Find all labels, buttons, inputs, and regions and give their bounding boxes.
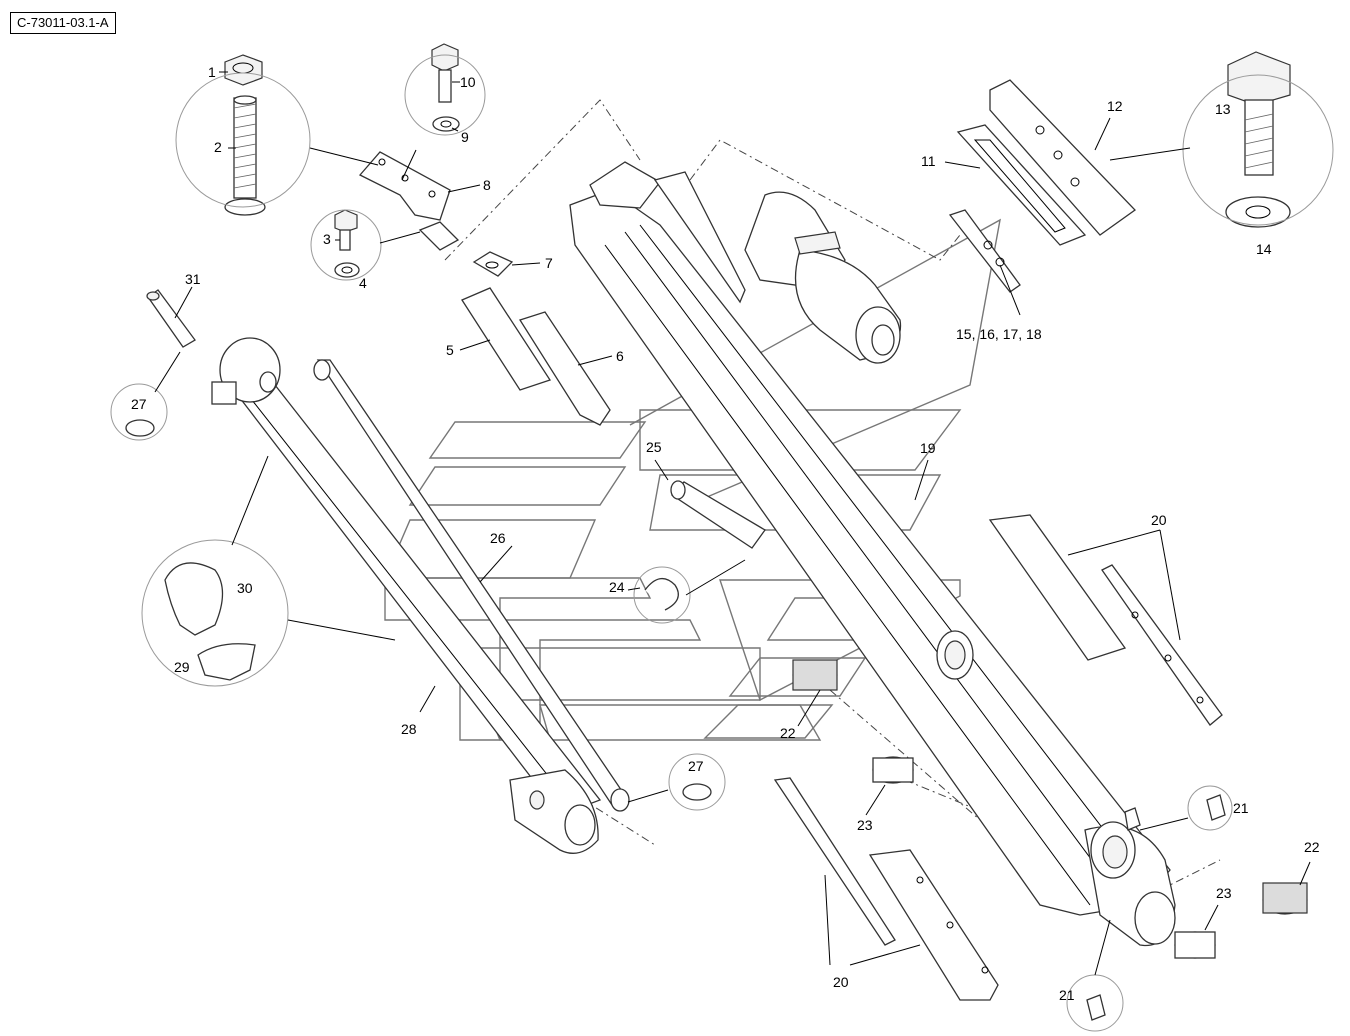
callout-28: 28 xyxy=(401,721,417,737)
callout-23-center: 23 xyxy=(857,817,873,833)
callout-20-bottom: 20 xyxy=(833,974,849,990)
callout-1: 1 xyxy=(208,64,216,80)
callout-31: 31 xyxy=(185,271,201,287)
wear-strips-20 xyxy=(773,514,1223,1001)
o-ring-27 xyxy=(125,419,712,801)
bolt-3 xyxy=(334,209,358,251)
callout-27-center: 27 xyxy=(688,758,704,774)
bolt-10 xyxy=(431,43,459,103)
callout-15-18: 15, 16, 17, 18 xyxy=(956,326,1042,342)
nut-1 xyxy=(224,54,263,86)
callout-7: 7 xyxy=(545,255,553,271)
plate-12 xyxy=(989,79,1136,236)
diagram-reference-code: C-73011-03.1-A xyxy=(10,12,116,34)
callout-19: 19 xyxy=(920,440,936,456)
washer-14 xyxy=(1225,196,1291,228)
callout-5: 5 xyxy=(446,342,454,358)
callout-24: 24 xyxy=(609,579,625,595)
detail-circles xyxy=(110,54,1334,1032)
shims-15-18 xyxy=(948,209,1021,293)
main-boom xyxy=(569,161,1176,947)
hydraulic-cylinder xyxy=(211,337,630,854)
plate-8 xyxy=(358,151,460,251)
callout-23-right: 23 xyxy=(1216,885,1232,901)
washer-9 xyxy=(432,116,460,132)
clamp-30 xyxy=(164,562,224,636)
callout-9: 9 xyxy=(461,129,469,145)
shim-11 xyxy=(956,124,1087,246)
plate-7 xyxy=(472,251,514,277)
circlip-24 xyxy=(644,578,679,611)
callout-26: 26 xyxy=(490,530,506,546)
callout-21-bottom: 21 xyxy=(1059,987,1075,1003)
grease-nipples-21 xyxy=(1086,794,1226,1021)
callout-30: 30 xyxy=(237,580,253,596)
leader-lines xyxy=(154,71,1311,976)
callout-3: 3 xyxy=(323,231,331,247)
bracket-29 xyxy=(197,643,256,681)
callout-11: 11 xyxy=(921,153,936,169)
callout-20-right: 20 xyxy=(1151,512,1167,528)
callout-8: 8 xyxy=(483,177,491,193)
callout-10: 10 xyxy=(460,74,476,90)
callout-22-center: 22 xyxy=(780,725,796,741)
bushings-22-23 xyxy=(792,659,1308,959)
callout-labels: 1 2 3 4 5 6 7 8 9 10 11 12 13 14 15, 16,… xyxy=(131,64,1320,1003)
bolt-13 xyxy=(1227,51,1291,176)
callout-6: 6 xyxy=(616,348,624,364)
callout-22-right: 22 xyxy=(1304,839,1320,855)
callout-21-right: 21 xyxy=(1233,800,1249,816)
callout-4: 4 xyxy=(359,275,367,291)
threaded-stud-2 xyxy=(224,95,266,216)
callout-12: 12 xyxy=(1107,98,1123,114)
callout-14: 14 xyxy=(1256,241,1272,257)
pin-25 xyxy=(670,480,766,549)
callout-13: 13 xyxy=(1215,101,1231,117)
grease-fitting-31 xyxy=(146,289,196,348)
callout-27-left: 27 xyxy=(131,396,147,412)
callout-25: 25 xyxy=(646,439,662,455)
wear-pads-5-6 xyxy=(461,287,611,426)
callout-2: 2 xyxy=(214,139,222,155)
callout-29: 29 xyxy=(174,659,190,675)
washer-4 xyxy=(334,262,360,278)
